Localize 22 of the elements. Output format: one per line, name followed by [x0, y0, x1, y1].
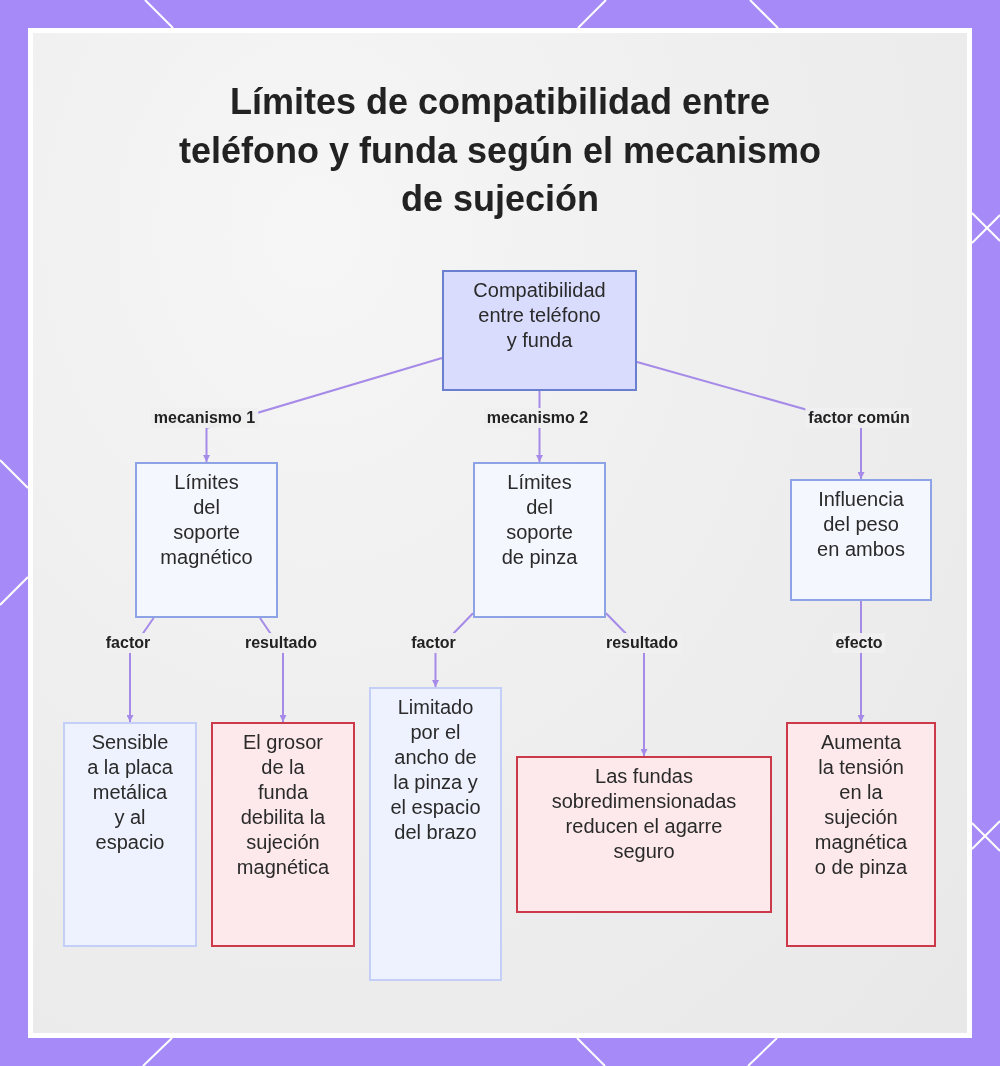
node-text: Compatibilidad entre teléfono y funda — [472, 278, 607, 353]
node-text: Influencia del peso en ambos — [816, 487, 906, 562]
concept-box — [369, 687, 502, 981]
edge-label: factor — [408, 633, 459, 653]
node-text: Límites del soporte magnético — [159, 470, 254, 570]
concept-box — [516, 756, 772, 913]
edge-label: efecto — [832, 633, 886, 653]
node-text: Sensible a la placa metálica y al espacio — [87, 730, 173, 855]
node-text: Límites del soporte de pinza — [500, 470, 579, 570]
node-text: Limitado por el ancho de la pinza y el espacio del brazo — [389, 695, 482, 845]
concept-box — [442, 270, 637, 391]
edge-label: factor común — [805, 408, 913, 428]
concept-box — [786, 722, 936, 947]
concept-box — [473, 462, 606, 618]
concept-box — [63, 722, 197, 947]
node-text: Las fundas sobredimensionadas reducen el agarre seguro — [550, 764, 738, 864]
concept-box — [211, 722, 355, 947]
node-text: El grosor de la funda debilita la sujeción magnética — [235, 730, 331, 880]
concept-box — [790, 479, 932, 601]
diagram-title: Límites de compatibilidad entre teléfono y funda según el mecanismo de sujeción — [177, 80, 823, 221]
node-text: Aumenta la tensión en la sujeción magnética o de pinza — [813, 730, 909, 880]
concept-box — [135, 462, 278, 618]
